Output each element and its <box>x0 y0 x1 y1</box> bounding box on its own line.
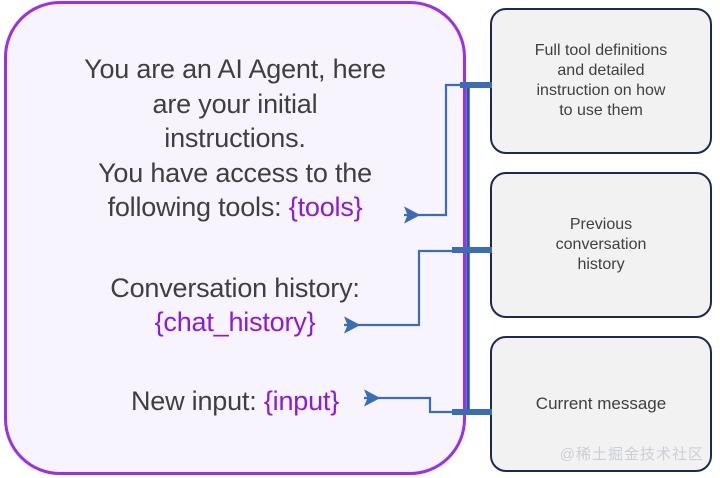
annotation-box-history-text: Previous conversation history <box>556 215 647 275</box>
prompt-line-1: You are an AI Agent, here <box>84 54 386 84</box>
prompt-line-6: Conversation history: <box>110 272 360 303</box>
spacer-1 <box>29 225 441 271</box>
prompt-line-7-prefix: New input: <box>130 385 264 416</box>
annotation-box-history: Previous conversation history <box>490 172 712 318</box>
spacer-2 <box>29 340 441 384</box>
prompt-template-text: You are an AI Agent, here are your initi… <box>7 52 463 418</box>
annotation-history-line-3: history <box>577 256 625 273</box>
annotation-tools-line-4: to use them <box>559 102 643 119</box>
annotation-history-line-1: Previous <box>569 216 633 233</box>
prompt-line-5: following tools: {tools} <box>29 190 441 225</box>
watermark: @稀土掘金技术社区 <box>559 446 704 463</box>
prompt-line-5-prefix: following tools: <box>107 192 289 223</box>
prompt-line-7: New input: {input} <box>29 384 441 419</box>
annotation-box-tools: Full tool definitions and detailed instr… <box>490 8 712 154</box>
prompt-paragraph-input: New input: {input} <box>29 384 441 419</box>
placeholder-chat-history: {chat_history} <box>154 307 316 338</box>
prompt-line-4: You have access to the <box>98 157 372 188</box>
annotation-tools-line-3: instruction on how <box>536 82 666 99</box>
prompt-line-2: are your initial <box>152 88 318 119</box>
prompt-template-panel: You are an AI Agent, here are your initi… <box>4 1 466 475</box>
placeholder-input: {input} <box>263 385 340 416</box>
prompt-paragraph-instructions: You are an AI Agent, here are your initi… <box>29 52 441 225</box>
annotation-message-line-1: Current message <box>535 394 667 414</box>
placeholder-tools: {tools} <box>288 192 363 223</box>
prompt-paragraph-history: Conversation history: {chat_history} <box>29 271 441 340</box>
annotation-tools-line-1: Full tool definitions <box>534 42 668 59</box>
prompt-line-3: instructions. <box>164 123 306 154</box>
annotation-history-line-2: conversation <box>555 236 647 253</box>
annotation-box-tools-text: Full tool definitions and detailed instr… <box>535 41 668 121</box>
annotation-box-message: Current message <box>490 336 712 472</box>
annotation-box-message-text: Current message <box>536 393 666 414</box>
annotation-tools-line-2: and detailed <box>557 62 645 79</box>
